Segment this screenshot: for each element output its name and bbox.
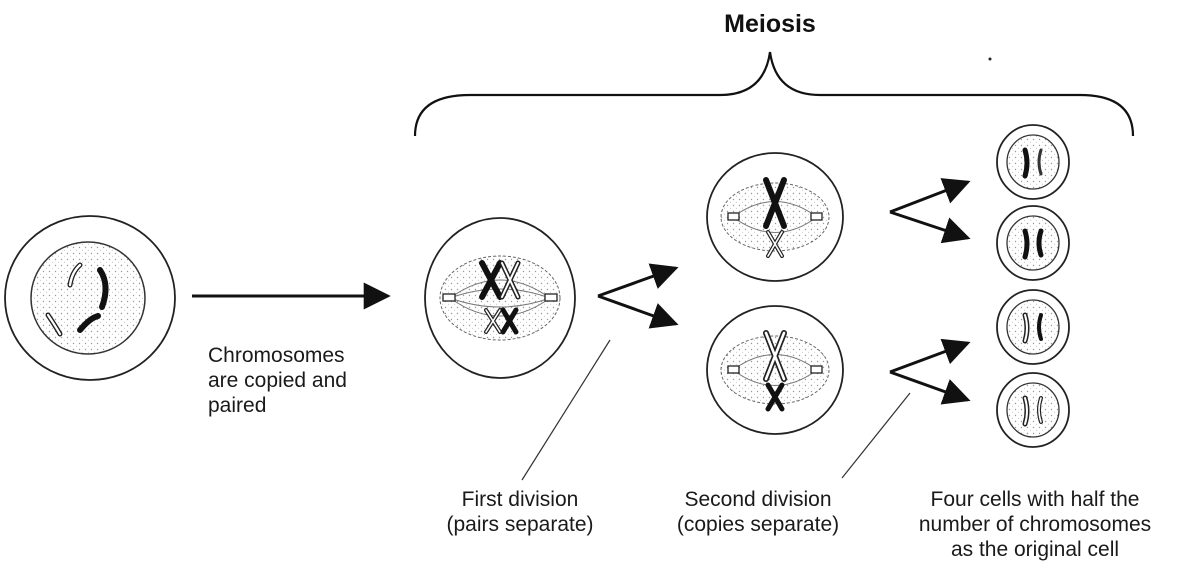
- label-line: Four cells with half the: [895, 487, 1175, 512]
- label-line: First division: [430, 487, 610, 512]
- fork-arrow: [890, 212, 968, 238]
- centriole: [728, 213, 739, 220]
- original-cell: [5, 216, 175, 380]
- fork-arrow: [598, 296, 676, 324]
- label-line: as the original cell: [895, 537, 1175, 562]
- label-line: number of chromosomes: [895, 512, 1175, 537]
- leader-line-second-division: [842, 393, 910, 478]
- label-line: Second division: [648, 487, 868, 512]
- daughter-cell-2: [997, 206, 1069, 280]
- second-division-cell-bottom: [707, 306, 843, 434]
- chromosome: [1039, 315, 1041, 339]
- meiosis-brace: [415, 52, 1133, 136]
- chromosome: [1025, 231, 1027, 257]
- label-first-division: First division (pairs separate): [430, 487, 610, 537]
- centriole: [728, 366, 739, 373]
- centriole: [811, 213, 822, 220]
- fork-arrow: [890, 343, 968, 372]
- label-four-cells: Four cells with half the number of chrom…: [895, 487, 1175, 562]
- chromosome: [1025, 150, 1027, 176]
- label-second-division: Second division (copies separate): [648, 487, 868, 537]
- label-line: (pairs separate): [430, 512, 610, 537]
- daughter-cell-1: [997, 125, 1069, 199]
- label-line: paired: [208, 393, 347, 418]
- label-line: are copied and: [208, 368, 347, 393]
- label-line: (copies separate): [648, 512, 868, 537]
- label-chromosomes-copied: Chromosomes are copied and paired: [208, 343, 347, 418]
- centriole: [545, 294, 557, 301]
- second-division-cell-top: [707, 153, 843, 281]
- first-division-cell: [425, 218, 575, 378]
- centriole: [811, 366, 822, 373]
- daughter-cell-4: [997, 373, 1069, 447]
- stray-dot: [989, 58, 992, 61]
- centriole: [443, 294, 455, 301]
- fork-arrow: [890, 182, 968, 212]
- chromosome: [1039, 231, 1041, 255]
- fork-arrow: [890, 372, 968, 400]
- diagram-title: Meiosis: [700, 10, 840, 39]
- fork-arrow: [598, 268, 676, 296]
- label-line: Chromosomes: [208, 343, 347, 368]
- daughter-cell-3: [997, 290, 1069, 364]
